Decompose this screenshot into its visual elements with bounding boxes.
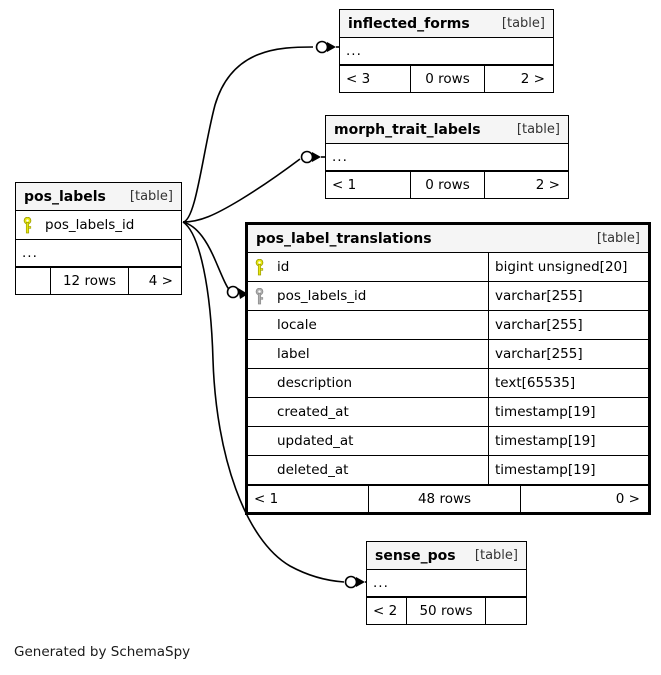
table-row[interactable]: id bigint unsigned[20] [248,253,648,282]
footer-parents: < 3 [346,71,371,87]
table-row[interactable]: pos_labels_id [16,211,181,240]
footer-parents [16,268,50,294]
table-tag: [table] [501,16,545,31]
table-name: pos_labels [24,188,106,205]
column-name: deleted_at [277,462,349,478]
table-footer: 12 rows 4 > [16,267,181,294]
table-footer: < 1 48 rows 0 > [248,485,648,512]
generated-by-note: Generated by SchemaSpy [14,644,191,660]
footer-row-count: 0 rows [410,172,484,198]
column-name: label [277,346,310,362]
table-tag: [table] [129,189,173,204]
table-pos-label-translations[interactable]: pos_label_translations [table] id bigint… [245,222,651,515]
arrowhead-sense-pos [356,577,365,587]
table-name: sense_pos [375,547,456,564]
cardinality-zero-sense-pos [344,575,358,589]
footer-parents: < 1 [332,177,357,193]
table-row[interactable]: description text[65535] [248,369,648,398]
table-footer: < 2 50 rows [367,597,526,624]
arrowhead-inflected-forms [327,42,336,52]
column-name: pos_labels_id [277,288,367,304]
column-type: varchar[255] [488,340,648,368]
footer-row-count: 50 rows [406,598,485,624]
table-name: inflected_forms [348,15,470,32]
column-name: created_at [277,404,349,420]
primary-key-icon [16,211,38,239]
footer-children: 2 > [484,172,568,198]
column-name: updated_at [277,433,354,449]
column-type: timestamp[19] [488,427,648,455]
footer-parents: < 2 [373,603,398,619]
cardinality-zero-pos-label-translations [226,285,240,299]
footer-children: 0 > [520,486,648,512]
table-row[interactable]: updated_at timestamp[19] [248,427,648,456]
collapsed-columns-ellipsis: ... [340,38,553,65]
table-row[interactable]: deleted_at timestamp[19] [248,456,648,485]
footer-row-count: 12 rows [50,268,128,294]
column-name: locale [277,317,317,333]
column-name: pos_labels_id [45,217,135,233]
column-type: timestamp[19] [488,456,648,484]
table-footer: < 1 0 rows 2 > [326,171,568,198]
table-row[interactable]: locale varchar[255] [248,311,648,340]
collapsed-columns-ellipsis: ... [367,570,526,597]
table-header: inflected_forms [table] [340,10,553,38]
column-type: varchar[255] [488,282,648,310]
table-row[interactable]: label varchar[255] [248,340,648,369]
table-pos-labels[interactable]: pos_labels [table] pos_labels_id ... 12 … [15,182,182,295]
table-name: morph_trait_labels [334,121,481,138]
table-tag: [table] [516,122,560,137]
table-tag: [table] [474,548,518,563]
arrowhead-morph-trait-labels [312,152,321,162]
column-type: timestamp[19] [488,398,648,426]
column-name: id [277,259,290,275]
cardinality-zero-morph-trait-labels [300,150,314,164]
footer-children: 2 > [484,66,553,92]
footer-row-count: 48 rows [368,486,520,512]
table-header: sense_pos [table] [367,542,526,570]
column-type: bigint unsigned[20] [488,253,648,281]
no-key-spacer [248,369,270,397]
collapsed-columns-ellipsis: ... [326,144,568,171]
collapsed-columns-ellipsis: ... [16,240,181,267]
no-key-spacer [248,311,270,339]
foreign-key-icon [248,282,270,310]
edge-pos-labels-pos-label-translations [182,221,231,292]
table-inflected-forms[interactable]: inflected_forms [table] ... < 3 0 rows 2… [339,9,554,93]
column-name: description [277,375,353,391]
footer-parents: < 1 [254,491,279,507]
table-header: pos_labels [table] [16,183,181,211]
table-sense-pos[interactable]: sense_pos [table] ... < 2 50 rows [366,541,527,625]
table-header: pos_label_translations [table] [248,225,648,253]
no-key-spacer [248,456,270,484]
no-key-spacer [248,340,270,368]
table-row[interactable]: pos_labels_id varchar[255] [248,282,648,311]
table-tag: [table] [596,231,640,246]
no-key-spacer [248,398,270,426]
edge-pos-labels-inflected-forms [182,46,314,223]
table-name: pos_label_translations [256,230,432,247]
footer-children [485,598,526,624]
column-type: varchar[255] [488,311,648,339]
table-row[interactable]: created_at timestamp[19] [248,398,648,427]
footer-row-count: 0 rows [410,66,484,92]
table-morph-trait-labels[interactable]: morph_trait_labels [table] ... < 1 0 row… [325,115,569,199]
column-type: text[65535] [488,369,648,397]
cardinality-zero-inflected-forms [315,40,329,54]
edge-pos-labels-morph-trait-labels [182,158,301,223]
no-key-spacer [248,427,270,455]
table-header: morph_trait_labels [table] [326,116,568,144]
table-footer: < 3 0 rows 2 > [340,65,553,92]
footer-children: 4 > [128,268,181,294]
primary-key-icon [248,253,270,281]
